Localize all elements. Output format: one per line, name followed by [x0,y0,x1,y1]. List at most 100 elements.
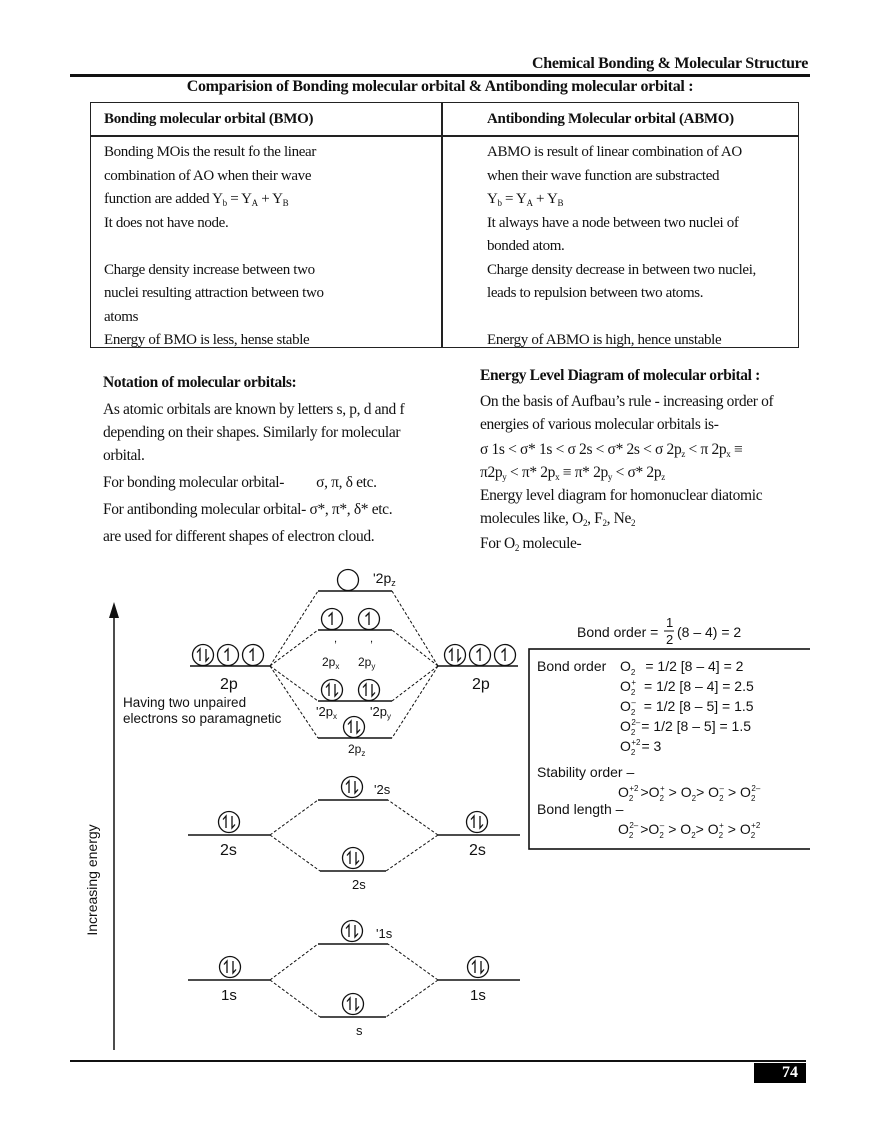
bond-order-box: Bond order O2= 1/2 [8 – 4] = 2 O2+= 1/2 … [528,648,867,850]
notation-line: depending on their shapes. Similarly for… [103,424,401,441]
svg-text:Stability order –: Stability order – [537,764,634,780]
bmo-line: Bonding MOis the result fo the linear [104,144,317,160]
svg-text:'2s: '2s [374,782,391,797]
svg-text:O2–= 1/2 [8 – 5] = 1.5: O2–= 1/2 [8 – 5] = 1.5 [620,698,754,717]
electron-pair-icon [191,643,215,667]
svg-text:1s: 1s [470,987,486,1004]
arrow-up-icon [109,602,119,618]
y-axis-label: Increasing energy [84,824,100,935]
svg-text:2p: 2p [472,676,490,693]
table-header-bmo: Bonding molecular orbital (BMO) [104,111,314,127]
energy-axis: Increasing energy [84,602,119,1050]
1s-orbitals: 1s 1s '1s s [218,919,490,1038]
electron-pair-icon [342,715,366,739]
bonding-notation: For bonding molecular orbital-σ, π, δ et… [103,474,377,491]
svg-text:O22–= 1/2 [8 – 5] = 1.5: O22–= 1/2 [8 – 5] = 1.5 [620,718,751,737]
svg-text:1: 1 [666,615,673,630]
svg-text:2: 2 [666,632,673,647]
aufbau-order-line-1: σ 1s < σ* 1s < σ 2s < σ* 2s < σ 2pz < π … [480,441,743,459]
abmo-line: ABMO is result of linear combination of … [487,144,742,160]
intro-line: On the basis of Aufbau’s rule - increasi… [480,393,774,410]
electron-pair-icon [357,678,381,702]
2p-labels: 2p 2p '2pz , , 2px 2py '2px '2py 2pz Hav… [123,570,490,758]
abmo-line: leads to repulsion between two atoms. [487,285,704,301]
empty-orbital-icon [336,568,360,592]
svg-text:Bond length –: Bond length – [537,801,624,817]
aufbau-order-line-2: π2py < π* 2px ≡ π* 2py < σ* 2pz [480,464,665,482]
electron-pair-icon [340,919,364,943]
svg-text:O2+2= 3: O2+2= 3 [620,738,662,757]
abmo-line: It always have a node between two nuclei… [487,214,739,231]
electron-single-icon [357,607,381,631]
bmo-formula-line: function are added Yb = YA + YB [104,191,289,208]
notation-closing: are used for different shapes of electro… [103,528,375,545]
table-column-rule [441,103,443,347]
svg-text:(8 – 4) = 2: (8 – 4) = 2 [677,624,741,640]
svg-text:,: , [370,633,373,645]
electron-pair-icon [443,643,467,667]
svg-text:2py: 2py [358,655,375,671]
svg-text:2s: 2s [469,842,486,859]
bmo-line: It does not have node. [104,214,229,231]
svg-text:1s: 1s [221,987,237,1004]
svg-text:O2+2>O2+> O2> O2–> O22–: O2+2>O2+> O2> O2–> O22– [618,784,761,803]
svg-text:'2pz: '2pz [373,570,396,588]
abmo-formula-line: Yb = YA + YB [487,191,564,208]
1s-block [188,943,520,1018]
notation-section: Notation of molecular orbitals: As atomi… [103,371,405,548]
svg-text:'2py: '2py [370,704,391,721]
notation-line: As atomic orbitals are known by letters … [103,401,405,418]
abmo-line [487,306,756,330]
svg-text:Bond order: Bond order [537,658,607,674]
svg-text:s: s [356,1023,363,1038]
electron-single-icon [320,607,344,631]
svg-text:2px: 2px [322,655,339,671]
bond-order-formula: Bond order = 1 2 (8 – 4) = 2 [577,615,741,647]
bmo-line: atoms [104,308,139,325]
homonuclear-line: Energy level diagram for homonuclear dia… [480,487,763,504]
abmo-line: Charge density decrease in between two n… [487,261,756,278]
intro-line: energies of various molecular orbitals i… [480,416,719,433]
section-title: Comparision of Bonding molecular orbital… [186,78,694,95]
svg-text:O2= 1/2 [8 – 4] = 2: O2= 1/2 [8 – 4] = 2 [620,658,744,677]
bmo-line [104,235,324,259]
abmo-line: Energy of ABMO is high, hence unstable [487,332,722,348]
svg-text:2s: 2s [220,842,237,859]
electron-single-icon [241,643,265,667]
comparison-table: Bonding molecular orbital (BMO) Antibond… [90,102,799,348]
svg-text:Bond order =: Bond order = [577,624,658,640]
electron-pair-icon [320,678,344,702]
formula: Yb = YA + YB [212,191,289,208]
electron-single-icon [216,643,240,667]
energy-level-section: Energy Level Diagram of molecular orbita… [480,364,774,555]
svg-text:,: , [334,633,337,645]
electron-pair-icon [340,775,364,799]
bmo-line: combination of AO when their wave [104,167,312,184]
paramagnetic-note: electrons so paramagnetic [123,711,282,726]
electron-pair-icon [341,846,365,870]
bmo-line: nuclei resulting attraction between two [104,285,324,301]
notation-heading: Notation of molecular orbitals: [103,374,297,391]
abmo-line: bonded atom. [487,238,565,254]
energy-level-heading: Energy Level Diagram of molecular orbita… [480,367,760,384]
svg-text:2s: 2s [352,877,366,892]
homonuclear-line: molecules like, O2, F2, Ne2 [480,510,636,528]
2s-block [188,799,520,872]
2s-orbitals: 2s 2s '2s 2s [217,775,489,892]
notation-line: orbital. [103,447,145,464]
svg-text:'2px: '2px [316,704,337,721]
antibonding-notation: For antibonding molecular orbital- σ*, π… [103,501,393,518]
abmo-cell: ABMO is result of linear combination of … [487,141,756,353]
bonding-symbols: σ, π, δ etc. [316,474,377,491]
bmo-line: Energy of BMO is less, hense stable [104,332,310,348]
header-rule [70,74,810,77]
electron-pair-icon [217,810,241,834]
electron-pair-icon [466,955,490,979]
for-o2-line: For O2 molecule- [480,535,582,553]
svg-text:2p: 2p [220,676,238,693]
svg-text:O2+= 1/2 [8 – 4] = 2.5: O2+= 1/2 [8 – 4] = 2.5 [620,678,754,697]
bmo-line: Charge density increase between two [104,261,315,278]
electron-pair-icon [465,810,489,834]
svg-text:2pz: 2pz [348,742,365,758]
svg-text:'1s: '1s [376,926,393,941]
